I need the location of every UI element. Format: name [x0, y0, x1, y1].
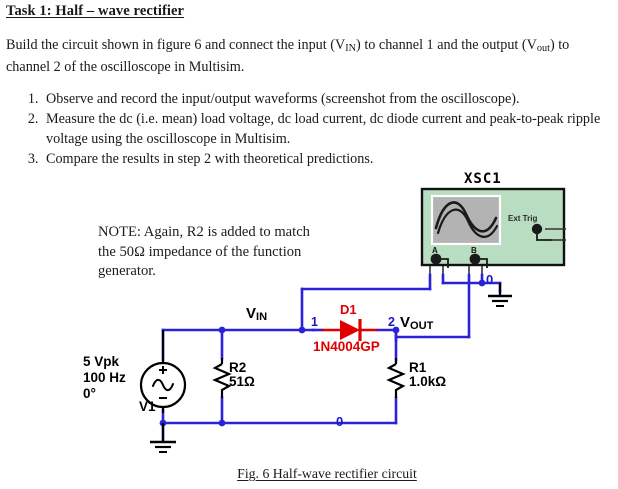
v1-amplitude-label: 5 Vpk — [83, 354, 120, 369]
terminal-b-lead — [475, 258, 488, 268]
junction-gnd-r2 — [218, 419, 226, 427]
wire-network — [161, 273, 502, 442]
diode-d1[interactable] — [322, 319, 377, 341]
r2-zigzag — [212, 363, 232, 398]
ground-symbol-source — [150, 423, 176, 453]
node-label-1: 1 — [311, 315, 318, 329]
resistor-r1[interactable] — [386, 358, 406, 398]
junction-node1 — [298, 326, 306, 334]
vin-sub: IN — [256, 310, 268, 323]
ext-trig-label: Ext Trig — [508, 214, 538, 223]
r2-value-label: 51Ω — [229, 374, 255, 389]
diode-part-label: 1N4004GP — [313, 339, 380, 354]
scope-waveform-trace-2 — [436, 208, 499, 238]
oscilloscope-xsc1[interactable] — [420, 187, 566, 275]
v1-ref-label: V1 — [139, 399, 156, 414]
r2-ref-label: R2 — [229, 360, 247, 375]
r1-value-label: 1.0kΩ — [409, 374, 447, 389]
junction-scope-gnd — [478, 279, 486, 287]
v1-phase-label: 0° — [83, 386, 96, 401]
intro-text-part-1: Build the circuit shown in figure 6 and … — [6, 37, 346, 53]
vout-main: V — [400, 314, 411, 331]
v1-sine-symbol — [152, 378, 174, 392]
ac-voltage-source-v1[interactable] — [139, 330, 187, 413]
ext-trig-lead — [536, 229, 552, 241]
list-item: Observe and record the input/output wave… — [42, 90, 618, 110]
v1-frequency-label: 100 Hz — [83, 370, 126, 385]
diode-ref-label: D1 — [340, 302, 357, 317]
page-title: Task 1: Half – wave rectifier — [6, 3, 185, 19]
figure-caption: Fig. 6 Half-wave rectifier circuit — [237, 466, 417, 481]
list-item: Measure the dc (i.e. mean) load voltage,… — [42, 110, 618, 149]
intro-text-part-3: ) to channel 2 of the oscilloscope in Mu… — [6, 37, 570, 76]
junction-gnd-v1 — [159, 419, 167, 427]
r1-ref-label: R1 — [409, 360, 427, 375]
terminal-b-label: B — [471, 246, 477, 255]
r1-zigzag — [386, 363, 406, 398]
terminal-a-lead — [436, 258, 449, 268]
vout-label: VOUT — [400, 315, 433, 333]
intro-subscript-in: IN — [345, 43, 357, 55]
diode-triangle — [340, 320, 360, 340]
intro-subscript-out: out — [536, 43, 550, 55]
vout-sub: OUT — [410, 319, 434, 332]
terminal-a-label: A — [432, 246, 438, 255]
junction-vin-r2 — [218, 326, 226, 334]
resistor-r2[interactable] — [212, 358, 232, 398]
note-text: NOTE: Again, R2 is added to match the 50… — [98, 224, 310, 279]
intro-paragraph: Build the circuit shown in figure 6 and … — [6, 36, 606, 77]
vin-label: VIN — [246, 306, 267, 324]
steps-list: Observe and record the input/output wave… — [12, 90, 618, 170]
node-label-ground-bottom: 0 — [336, 414, 344, 429]
node-label-ground-top: 0 — [486, 272, 494, 287]
vin-main: V — [246, 305, 257, 322]
node-label-2: 2 — [388, 315, 395, 329]
intro-text-part-2: ) to channel 1 and the output (V — [356, 37, 537, 53]
scope-waveform-trace-1 — [434, 201, 498, 233]
instrument-ref-label: XSC1 — [464, 171, 502, 187]
list-item: Compare the results in step 2 with theor… — [42, 150, 618, 170]
